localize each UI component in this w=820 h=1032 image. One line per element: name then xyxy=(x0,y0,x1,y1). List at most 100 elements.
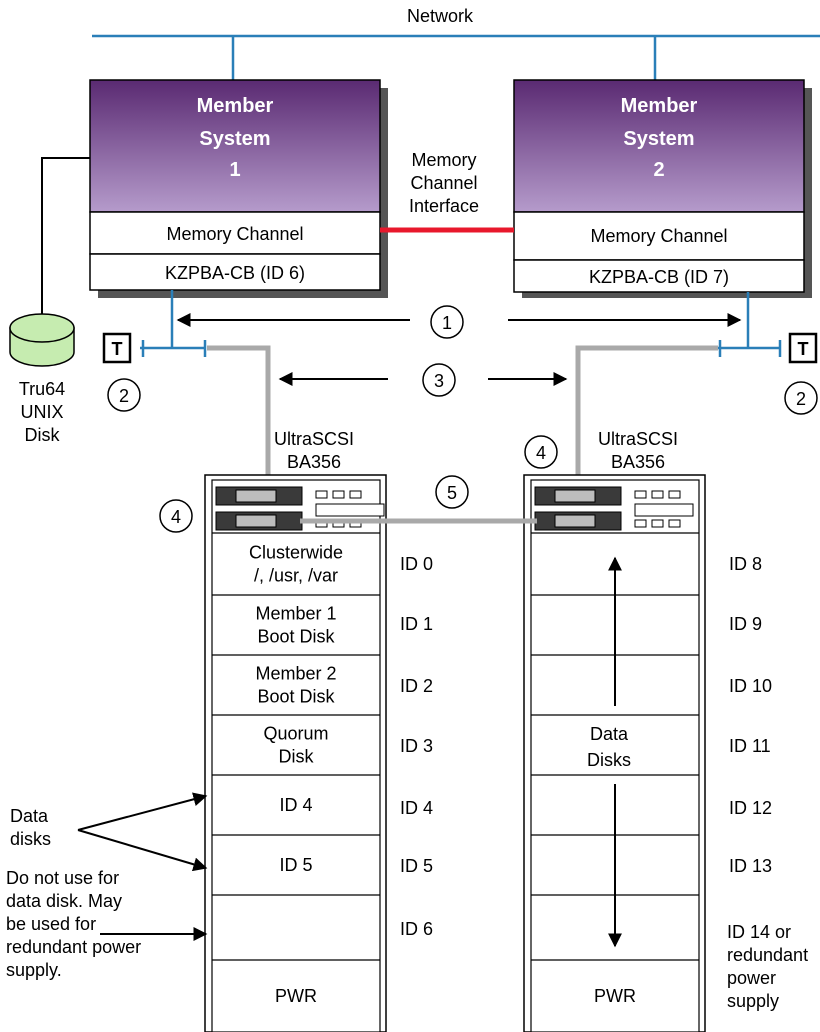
member-system-1: Member System 1 Memory Channel KZPBA-CB … xyxy=(89,79,388,298)
callout-5: 5 xyxy=(447,483,457,503)
data-disks-line2: Disks xyxy=(587,750,631,770)
callout-4-right: 4 xyxy=(536,443,546,463)
left-slot-id-6: ID 6 xyxy=(400,919,433,939)
right-slot-id-4: ID 12 xyxy=(729,798,772,818)
left-slot-id-2: ID 2 xyxy=(400,676,433,696)
network: Network xyxy=(92,6,820,82)
right-slot-id-1: ID 9 xyxy=(729,614,762,634)
member-2-adapter-box xyxy=(513,259,805,293)
member-system-2: Member System 2 Memory Channel KZPBA-CB … xyxy=(513,79,812,298)
storage-right-title-line1: UltraSCSI xyxy=(598,429,678,449)
callout-1: 1 xyxy=(442,313,452,333)
panel-r xyxy=(634,503,694,517)
storage-left-title-line1: UltraSCSI xyxy=(274,429,354,449)
right-slot-id-2: ID 10 xyxy=(729,676,772,696)
note-do-not-use-line5: supply. xyxy=(6,960,62,980)
right-slot-id-5: ID 13 xyxy=(729,856,772,876)
left-slot-1-line-1: Boot Disk xyxy=(257,627,335,647)
callout-5-circle xyxy=(435,475,469,509)
callout-3: 3 xyxy=(434,371,444,391)
left-slot-3-line-1: Disk xyxy=(279,747,315,767)
left-slot-2-line-0: Member 2 xyxy=(255,664,336,684)
right-pwr: PWR xyxy=(594,986,636,1006)
data-disks-line1: Data xyxy=(590,724,629,744)
callout-4-right-circle xyxy=(524,435,558,469)
shelf-left-inner xyxy=(211,479,381,1032)
left-slot-5-line-0: ID 5 xyxy=(279,855,312,875)
shelf-right-io-modules xyxy=(534,486,694,531)
left-slot-1-line-0: Member 1 xyxy=(255,604,336,624)
left-slot-7-line-0: PWR xyxy=(275,986,317,1006)
note-data-disks-line2: disks xyxy=(10,829,51,849)
note-arrow-id5 xyxy=(77,829,208,872)
led-r6 xyxy=(668,519,681,528)
left-slot-id-1: ID 1 xyxy=(400,614,433,634)
member-1-title-line2: System xyxy=(199,128,270,150)
member-1-title-line1: Member xyxy=(197,95,274,117)
left-slot-id-5: ID 5 xyxy=(400,856,433,876)
callout-3-circle xyxy=(422,363,456,397)
member-2-title-line3: 2 xyxy=(653,159,664,181)
left-slot-id-3: ID 3 xyxy=(400,736,433,756)
scsi-cable-left xyxy=(207,345,271,496)
callout-1-circle xyxy=(430,305,464,339)
led-l1 xyxy=(315,490,328,499)
memory-channel-interface: Memory Channel Interface xyxy=(380,150,514,233)
io-module-right-2-face xyxy=(554,514,596,528)
right-last-id-line-0: ID 14 or xyxy=(727,922,791,942)
callout-2-right: 2 xyxy=(796,389,806,409)
left-slot-0-line-1: /, /usr, /var xyxy=(254,566,338,586)
bus-arrows xyxy=(176,313,742,386)
note-do-not-use-line1: Do not use for xyxy=(6,868,119,888)
led-l3 xyxy=(349,490,362,499)
notes: Data disks Do not use for data disk. May… xyxy=(6,792,208,980)
right-last-id-line-3: supply xyxy=(727,991,779,1011)
io-module-left-1-face xyxy=(235,489,277,503)
system-disk-cable xyxy=(41,157,90,320)
storage-right-title-line2: BA356 xyxy=(611,452,665,472)
note-do-not-use-line2: data disk. May xyxy=(6,891,122,911)
left-slot-2-line-1: Boot Disk xyxy=(257,687,335,707)
note-data-disks-line1: Data xyxy=(10,806,49,826)
system-disk-line1: Tru64 xyxy=(19,379,65,399)
scsi-bus-right: T xyxy=(575,292,818,496)
io-module-right-1-face xyxy=(554,489,596,503)
right-slot-id-3: ID 11 xyxy=(729,736,771,756)
io-module-left-2-face xyxy=(235,514,277,528)
terminator-right-label: T xyxy=(798,339,809,359)
led-r1 xyxy=(634,490,647,499)
member-1-adapter-box xyxy=(89,253,381,291)
disk-cylinder-top xyxy=(9,313,75,343)
shelf-left-ids: ID 0ID 1ID 2ID 3ID 4ID 5ID 6 xyxy=(400,554,433,939)
left-slot-0-line-0: Clusterwide xyxy=(249,543,343,563)
left-slot-4-line-0: ID 4 xyxy=(279,795,312,815)
interconnect-line3: Interface xyxy=(409,196,479,216)
left-slot-3-line-0: Quorum xyxy=(263,724,328,744)
led-r2 xyxy=(651,490,664,499)
scsi-cable-right xyxy=(575,345,718,496)
left-slot-id-4: ID 4 xyxy=(400,798,433,818)
interconnect-line2: Channel xyxy=(410,173,477,193)
right-slot-id-0: ID 8 xyxy=(729,554,762,574)
panel-l xyxy=(315,503,385,517)
interconnect-line1: Memory xyxy=(411,150,476,170)
shelf-left-io-modules xyxy=(215,486,385,531)
led-l2 xyxy=(332,490,345,499)
member-2-memory-channel: Memory Channel xyxy=(590,226,727,246)
right-last-id-line-2: power xyxy=(727,968,776,988)
system-disk-line2: UNIX xyxy=(20,402,63,422)
led-r5 xyxy=(651,519,664,528)
member-2-title-line1: Member xyxy=(621,95,698,117)
scsi-bus-left: T xyxy=(102,290,271,496)
member-1-title-line3: 1 xyxy=(229,159,240,181)
member-2-title-line2: System xyxy=(623,128,694,150)
terminator-left xyxy=(102,332,132,364)
tru64-unix-disk: Tru64 UNIX Disk xyxy=(9,157,90,445)
storage-left-title-line2: BA356 xyxy=(287,452,341,472)
member-1-memory-channel: Memory Channel xyxy=(166,224,303,244)
system-disk-line3: Disk xyxy=(25,425,61,445)
callout-2-left: 2 xyxy=(119,386,129,406)
